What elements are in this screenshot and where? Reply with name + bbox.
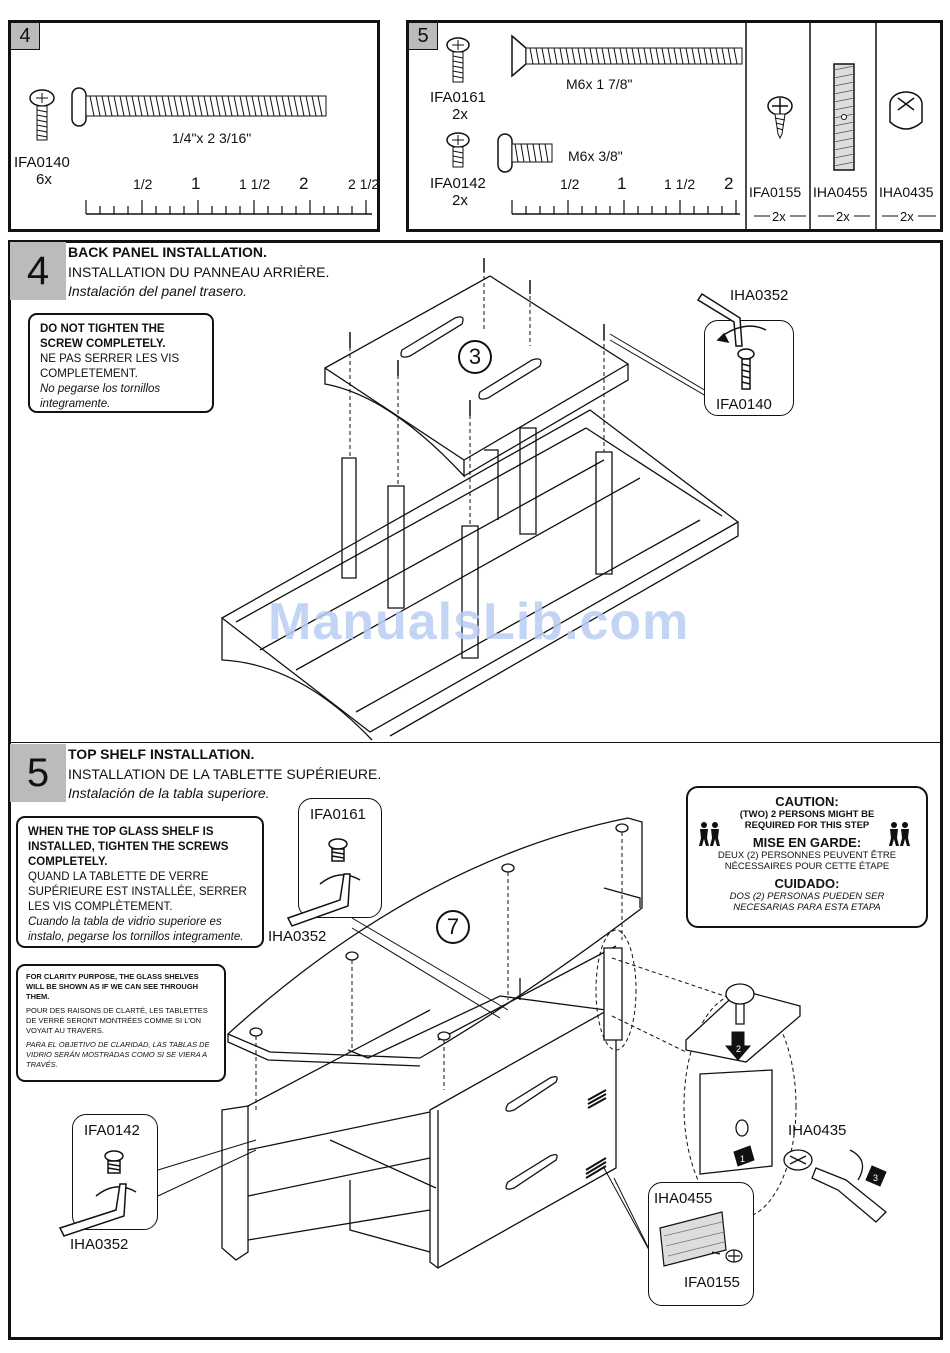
step5-note-es: Cuando la tabla de vidrio superiore es i… xyxy=(28,916,244,943)
hardware-part-size: M6x 3/8" xyxy=(568,148,623,164)
step5-note-en: WHEN THE TOP GLASS SHELF IS INSTALLED, T… xyxy=(28,826,229,868)
hardware-part-qty: 6x xyxy=(36,171,52,188)
callout-right-part1: IHA0455 xyxy=(654,1190,713,1207)
hardware-part-size: 1/4"x 2 3/16" xyxy=(172,130,252,146)
cam-lock-label: IHA0435 xyxy=(788,1122,847,1139)
ruler-label: 2 1/2 xyxy=(348,176,380,192)
hardware-step-number: 5 xyxy=(409,23,438,50)
callout-left-tool: IHA0352 xyxy=(70,1236,129,1253)
step4-panel-number: 3 xyxy=(458,340,492,374)
watermark: ManualsLib.com xyxy=(268,593,690,651)
step-arrows xyxy=(724,1031,887,1187)
hardware-part-id: IHA0455 xyxy=(813,184,868,200)
step4-callout-tool: IHA0352 xyxy=(730,287,789,304)
two-persons-icon xyxy=(889,822,910,846)
hardware-part-qty: 2x xyxy=(836,209,850,224)
ruler-label: 1 1/2 xyxy=(239,176,271,192)
callout-top-part: IFA0161 xyxy=(310,806,366,823)
step5-note-fr: QUAND LA TABLETTE DE VERRE SUPÉRIEURE ES… xyxy=(28,871,247,913)
hardware-part-id: IFA0140 xyxy=(14,154,70,171)
ruler-label: 1/2 xyxy=(560,176,580,192)
hardware-part-id: IFA0161 xyxy=(430,89,486,106)
hardware-part-qty: 2x xyxy=(772,209,786,224)
hardware-box-step4: 4 xyxy=(8,20,380,232)
caution-box: CAUTION: (TWO) 2 PERSONS MIGHT BE REQUIR… xyxy=(686,786,928,928)
ruler-label: 1 xyxy=(191,174,201,193)
caution-text-es: DOS (2) PERSONAS PUEDEN SER NECESARIAS P… xyxy=(729,891,885,913)
hardware-step-number: 4 xyxy=(11,23,40,50)
hardware-part-qty: 2x xyxy=(900,209,914,224)
hardware-part-id: IFA0142 xyxy=(430,175,486,192)
clarity-note-es: PARA EL OBJETIVO DE CLARIDAD, LAS TABLAS… xyxy=(26,1040,210,1069)
allen-key-icon xyxy=(58,1183,127,1237)
arrow-step-label: 3 xyxy=(873,1173,878,1183)
step4-number: 4 xyxy=(10,242,66,300)
step-divider xyxy=(10,742,941,743)
step5-note: WHEN THE TOP GLASS SHELF IS INSTALLED, T… xyxy=(16,816,264,948)
hardware-part-id: IHA0435 xyxy=(879,184,934,200)
step4-note-fr: NE PAS SERRER LES VIS COMPLETEMENT. xyxy=(40,353,180,380)
ruler-label: 2 xyxy=(724,174,734,193)
step5-number: 5 xyxy=(10,744,66,802)
caution-text-en: (TWO) 2 PERSONS MIGHT BE REQUIRED FOR TH… xyxy=(739,809,875,831)
hardware-part-qty: 2x xyxy=(452,192,468,209)
callout-left-part: IFA0142 xyxy=(84,1122,140,1139)
clarity-note-fr: POUR DES RAISONS DE CLARTÉ, LES TABLETTE… xyxy=(26,1006,208,1035)
callout-top-tool: IHA0352 xyxy=(268,928,327,945)
step4-callout-part: IFA0140 xyxy=(716,396,772,413)
caution-heading-fr: MISE EN GARDE: xyxy=(752,835,862,850)
step5-clarity-note: FOR CLARITY PURPOSE, THE GLASS SHELVES W… xyxy=(16,964,226,1082)
two-persons-icon xyxy=(699,822,720,846)
callout-right-part2: IFA0155 xyxy=(684,1274,740,1291)
step4-note-es: No pegarse los tornillos integramente. xyxy=(40,383,161,410)
hardware-part-qty: 2x xyxy=(452,106,468,123)
arrow-step-label: 1 xyxy=(740,1154,745,1164)
step4-title-en: BACK PANEL INSTALLATION. xyxy=(68,244,267,260)
ruler-label: 2 xyxy=(299,174,309,193)
step5-title-es: Instalación de la tabla superiore. xyxy=(68,785,270,801)
step4-title-fr: INSTALLATION DU PANNEAU ARRIÈRE. xyxy=(68,264,330,280)
hardware-part-size: M6x 1 7/8" xyxy=(566,76,633,92)
caution-heading-es: CUIDADO: xyxy=(774,876,840,891)
step5-title-fr: INSTALLATION DE LA TABLETTE SUPÉRIEURE. xyxy=(68,766,382,782)
hardware-part-id: IFA0155 xyxy=(749,184,802,200)
screwdriver-icon xyxy=(811,1167,887,1223)
step4-title-es: Instalación del panel trasero. xyxy=(68,283,247,299)
clarity-note-en: FOR CLARITY PURPOSE, THE GLASS SHELVES W… xyxy=(26,972,199,1001)
ruler-label: 1 1/2 xyxy=(664,176,696,192)
allen-key-icon xyxy=(696,292,743,347)
ruler-label: 1 xyxy=(617,174,627,193)
ruler-label: 1/2 xyxy=(133,176,153,192)
step4-note-en: DO NOT TIGHTEN THE SCREW COMPLETELY. xyxy=(40,323,166,350)
step5-shelf-number: 7 xyxy=(436,910,470,944)
allen-key-icon xyxy=(286,873,351,927)
arrow-step-label: 2 xyxy=(736,1044,741,1054)
step4-note: DO NOT TIGHTEN THE SCREW COMPLETELY. NE … xyxy=(28,313,214,413)
caution-heading-en: CAUTION: xyxy=(775,794,839,809)
caution-text-fr: DEUX (2) PERSONNES PEUVENT ÊTRE NÉCESSAI… xyxy=(717,850,897,872)
step5-title-en: TOP SHELF INSTALLATION. xyxy=(68,746,255,762)
